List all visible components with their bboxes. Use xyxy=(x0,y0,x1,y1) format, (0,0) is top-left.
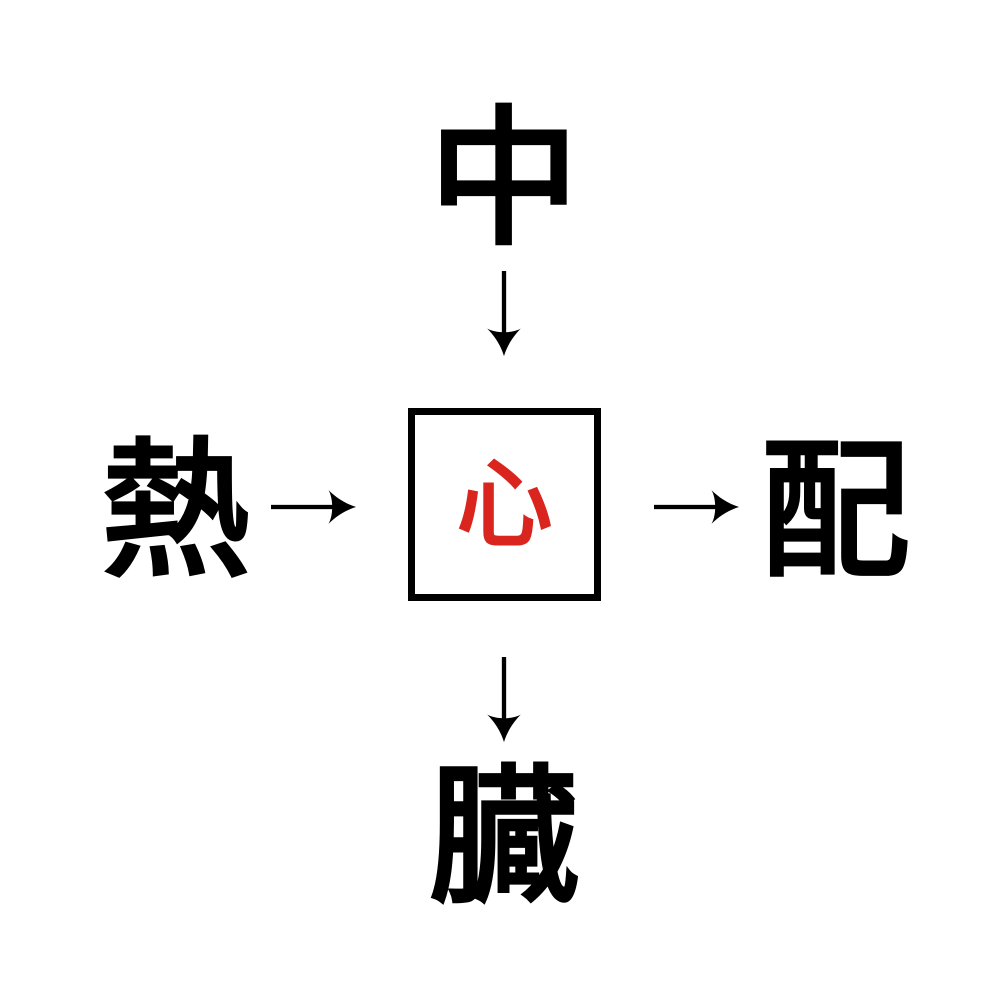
kanji-top: 中 xyxy=(428,93,580,267)
kanji-bottom: 臓 xyxy=(428,751,580,925)
kanji-left: 熱 xyxy=(100,425,252,599)
down-arrow-icon xyxy=(487,657,521,743)
kanji-center: 心 xyxy=(456,448,553,561)
right-arrow-icon xyxy=(271,490,357,524)
kanji-right: 配 xyxy=(759,425,911,599)
center-box: 心 xyxy=(408,408,601,601)
right-arrow-icon xyxy=(654,490,740,524)
down-arrow-icon xyxy=(487,271,521,357)
